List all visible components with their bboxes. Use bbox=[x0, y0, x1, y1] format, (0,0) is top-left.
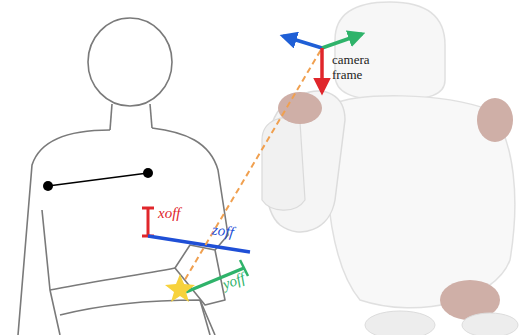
offset-label: yoff bbox=[220, 264, 263, 294]
target-star bbox=[165, 274, 195, 302]
robot-figure bbox=[262, 2, 518, 335]
offset-label: xoff bbox=[158, 205, 198, 222]
frame-label: camera frame bbox=[332, 53, 384, 83]
x-offset-bracket bbox=[142, 208, 154, 236]
shoulder-line bbox=[43, 168, 153, 191]
offset-label: zoff bbox=[211, 221, 253, 244]
sight-line bbox=[180, 48, 322, 288]
